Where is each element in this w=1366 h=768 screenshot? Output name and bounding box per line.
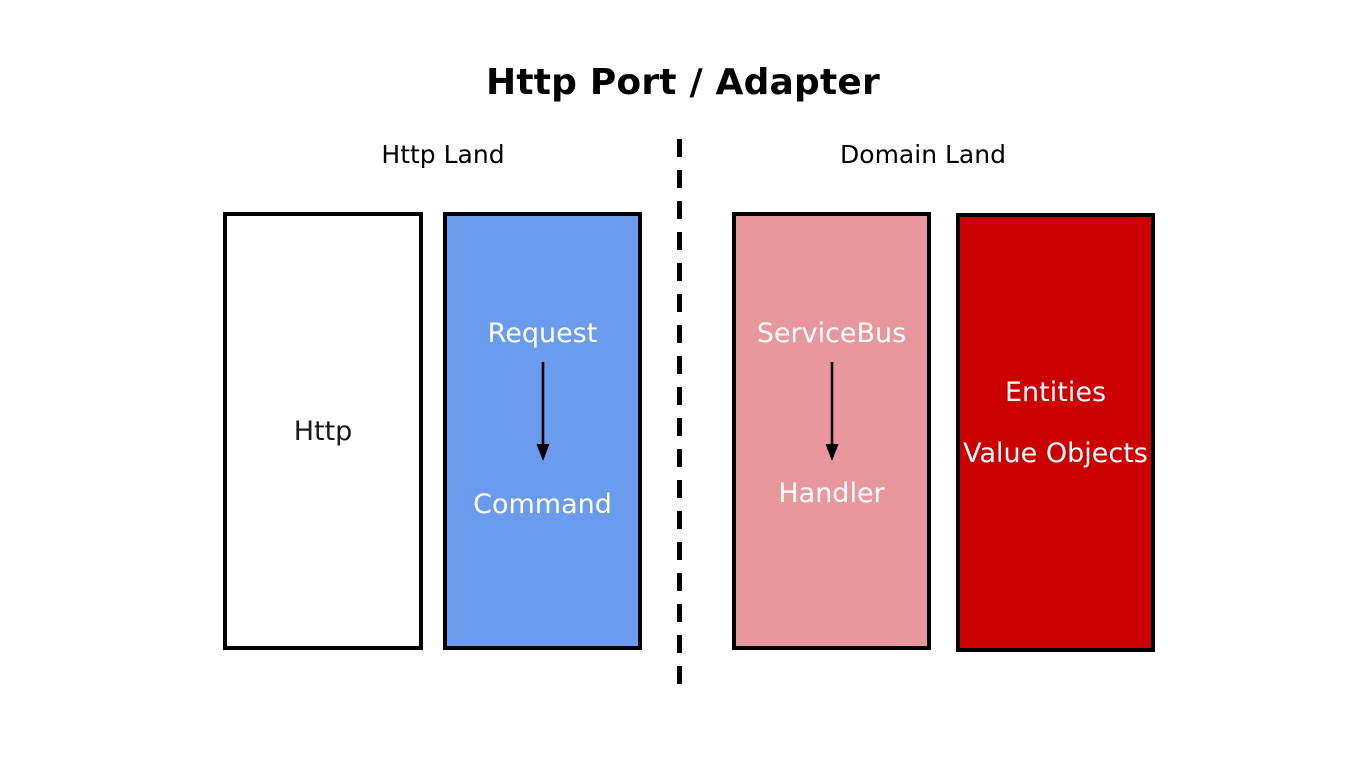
box-entities-value-objects-label-entities: Entities <box>1004 377 1107 408</box>
box-request-command-label-command: Command <box>473 489 612 520</box>
box-servicebus-handler-label-handler: Handler <box>778 478 885 509</box>
box-entities-value-objects-label-value-objects: Value Objects <box>963 438 1148 469</box>
box-servicebus-handler-label-servicebus: ServiceBus <box>756 318 907 349</box>
section-label-domain-land: Domain Land <box>840 140 1006 169</box>
box-http-label: Http <box>293 416 353 447</box>
box-request-command-label-request: Request <box>487 318 598 349</box>
page-title: Http Port / Adapter <box>485 62 881 103</box>
arrow-request-to-command <box>528 360 558 464</box>
section-divider <box>677 139 682 696</box>
box-entities-value-objects[interactable] <box>956 213 1155 652</box>
section-label-http-land: Http Land <box>381 140 505 169</box>
arrow-servicebus-to-handler <box>817 360 847 464</box>
box-http[interactable] <box>223 212 423 650</box>
